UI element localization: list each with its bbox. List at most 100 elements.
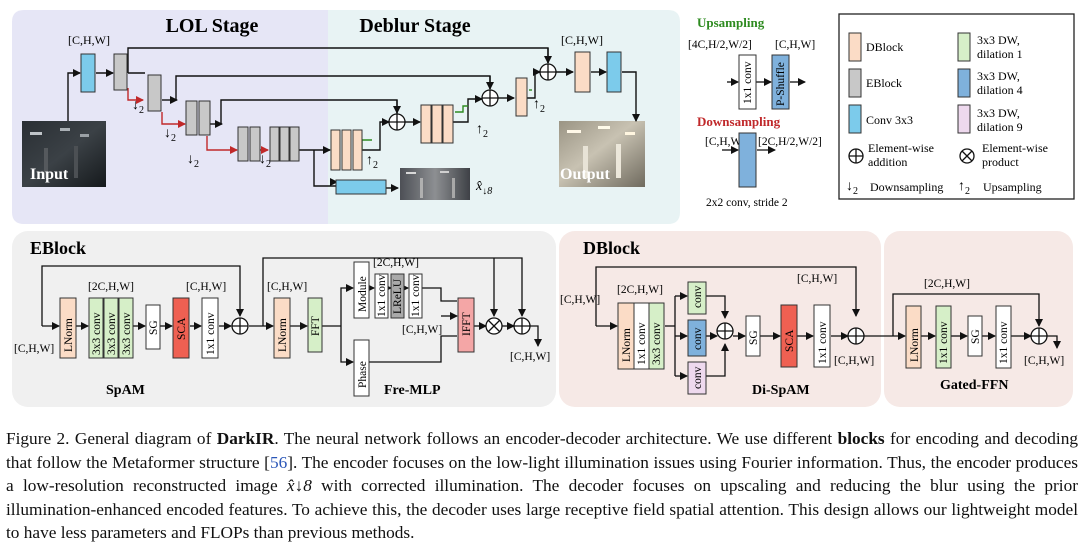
gffn-sg: SG [970, 329, 982, 344]
legend-dw1-b: dilation 1 [977, 47, 1023, 61]
caption-part-1: Figure 2. General diagram of [6, 429, 217, 448]
legend-add-b: addition [868, 155, 907, 169]
eblock-chw-b: [C,H,W] [267, 281, 307, 293]
caption-citation-link[interactable]: 56 [269, 452, 288, 472]
eblock [289, 126, 300, 162]
dblock-conv3: 3x3 conv [651, 322, 663, 365]
up-shuffle-block [771, 54, 790, 110]
gffn-chw-out: [C,H,W] [1024, 355, 1064, 367]
eblock-conv1-b: 1x1 conv [410, 274, 422, 317]
caption-part-5: with corrected illumination. The decoder… [6, 476, 1078, 543]
dblock-conv-dw9: conv [692, 366, 704, 389]
dblock-conv1-b: 1x1 conv [817, 321, 829, 364]
dblock-conv-dw4: conv [692, 327, 704, 350]
eblock-fremlp: Fre-MLP [384, 383, 441, 398]
legend-dw9-a: 3x3 DW, [977, 106, 1020, 120]
gffn-lnorm: LNorm [909, 328, 921, 362]
conv3x3-block [335, 179, 387, 195]
eblock-fft: FFT [310, 316, 322, 336]
legend-dblock: DBlock [866, 40, 903, 54]
eblock [269, 126, 280, 162]
input-label: Input [30, 166, 69, 183]
eblock [198, 100, 211, 136]
dblock [352, 129, 363, 171]
eblock [185, 100, 198, 136]
eblock-title: EBlock [30, 238, 86, 258]
upsampling-out-dims: [C,H,W] [775, 39, 815, 51]
downsampling-caption: 2x2 conv, stride 2 [706, 197, 788, 209]
dblock-title: DBlock [583, 238, 640, 258]
legend-add-icon [848, 148, 864, 164]
dblock-conv1: 1x1 conv [636, 322, 648, 365]
legend-up-label: Upsampling [983, 180, 1042, 194]
legend-conv3x3: Conv 3x3 [866, 113, 913, 127]
eblock-2chw-2: [2C,H,W] [373, 257, 419, 269]
up-conv-block [738, 54, 757, 110]
architecture-figure: LOL Stage Deblur Stage Input Output x̂↓8 [12, 10, 1075, 407]
addition-nodes [388, 63, 557, 131]
dblock-lnorm: LNorm [621, 328, 633, 362]
dblock [574, 51, 591, 93]
legend-dw4-b: dilation 4 [977, 83, 1023, 97]
eblock [249, 126, 261, 162]
eblock-blocks [59, 261, 475, 397]
dblock [442, 104, 454, 144]
xhat-label: x̂↓8 [475, 179, 492, 197]
legend-add-a: Element-wise [868, 141, 934, 155]
legend-down-label: Downsampling [870, 180, 943, 194]
dblock-chw-in: [C,H,W] [560, 294, 600, 306]
upsampling-in-dims: [4C,H/2,W/2] [688, 39, 752, 51]
down-conv-block [738, 132, 757, 188]
dblock-blocks [617, 281, 831, 395]
eblock-sca: SCA [176, 317, 188, 340]
eblock-chw-in: [C,H,W] [14, 343, 54, 355]
legend-box [838, 13, 1075, 200]
up-conv-label: 1x1 conv [742, 61, 754, 104]
legend-dw9-b: dilation 9 [977, 120, 1023, 134]
input-image: Input [22, 121, 106, 187]
dblock [420, 104, 432, 144]
caption-part-3: for encoding and decoding that follow th… [6, 429, 1078, 472]
eblock-phase: Phase [357, 361, 369, 388]
gffn-conv1-a: 1x1 conv [938, 321, 950, 364]
eblock-chw-c: [C,H,W] [402, 324, 442, 336]
eblock-chw-a: [C,H,W] [186, 281, 226, 293]
eblock-conv3-3: 3x3 conv [121, 312, 133, 355]
low-res-image [400, 168, 470, 200]
legend-mul-a: Element-wise [982, 141, 1048, 155]
conv3x3-block [606, 51, 622, 93]
dblock-sca: SCA [784, 329, 796, 352]
eblock-lnorm2: LNorm [277, 318, 289, 352]
eblock-ifft: IFFT [461, 312, 473, 336]
dblock-conv-dw1: conv [692, 285, 704, 308]
dblock-chw-out: [C,H,W] [834, 355, 874, 367]
lol-stage-title: LOL Stage [166, 15, 259, 37]
eblock-conv1: 1x1 conv [205, 312, 217, 355]
caption-math: x̂↓8 [286, 476, 312, 496]
legend-eblock: EBlock [866, 76, 902, 90]
dblock-sg: SG [748, 330, 760, 345]
legend-swatches [848, 32, 971, 134]
dblock-ops [716, 322, 865, 345]
legend-mul-b: product [982, 155, 1019, 169]
top-blocks [80, 51, 622, 195]
eblock-conv3-1: 3x3 conv [91, 312, 103, 355]
deblur-stage-title: Deblur Stage [359, 15, 470, 37]
eblock [279, 126, 290, 162]
up-shuffle-label: P-Shuffle [775, 62, 787, 106]
downsampling-out-dims: [2C,H/2,W/2] [758, 136, 822, 148]
dblock [341, 129, 352, 171]
eblock [237, 126, 249, 162]
conv3x3-block [80, 53, 96, 93]
dblock [330, 129, 341, 171]
eblock-sg: SG [148, 320, 160, 335]
eblock-lrelu: LReLU [392, 278, 404, 314]
eblock-conv3-2: 3x3 conv [106, 312, 118, 355]
eblock [147, 74, 162, 112]
downsampling-in-dims: [C,H,W] [705, 136, 745, 148]
caption-blocks: blocks [837, 429, 885, 448]
gffn-ops [1030, 327, 1048, 345]
caption-part-2: . The neural network follows an encoder-… [274, 429, 838, 448]
caption-part-4: ]. The encoder focuses on the low-light … [6, 452, 1078, 496]
caption-model-name: DarkIR [216, 429, 275, 448]
